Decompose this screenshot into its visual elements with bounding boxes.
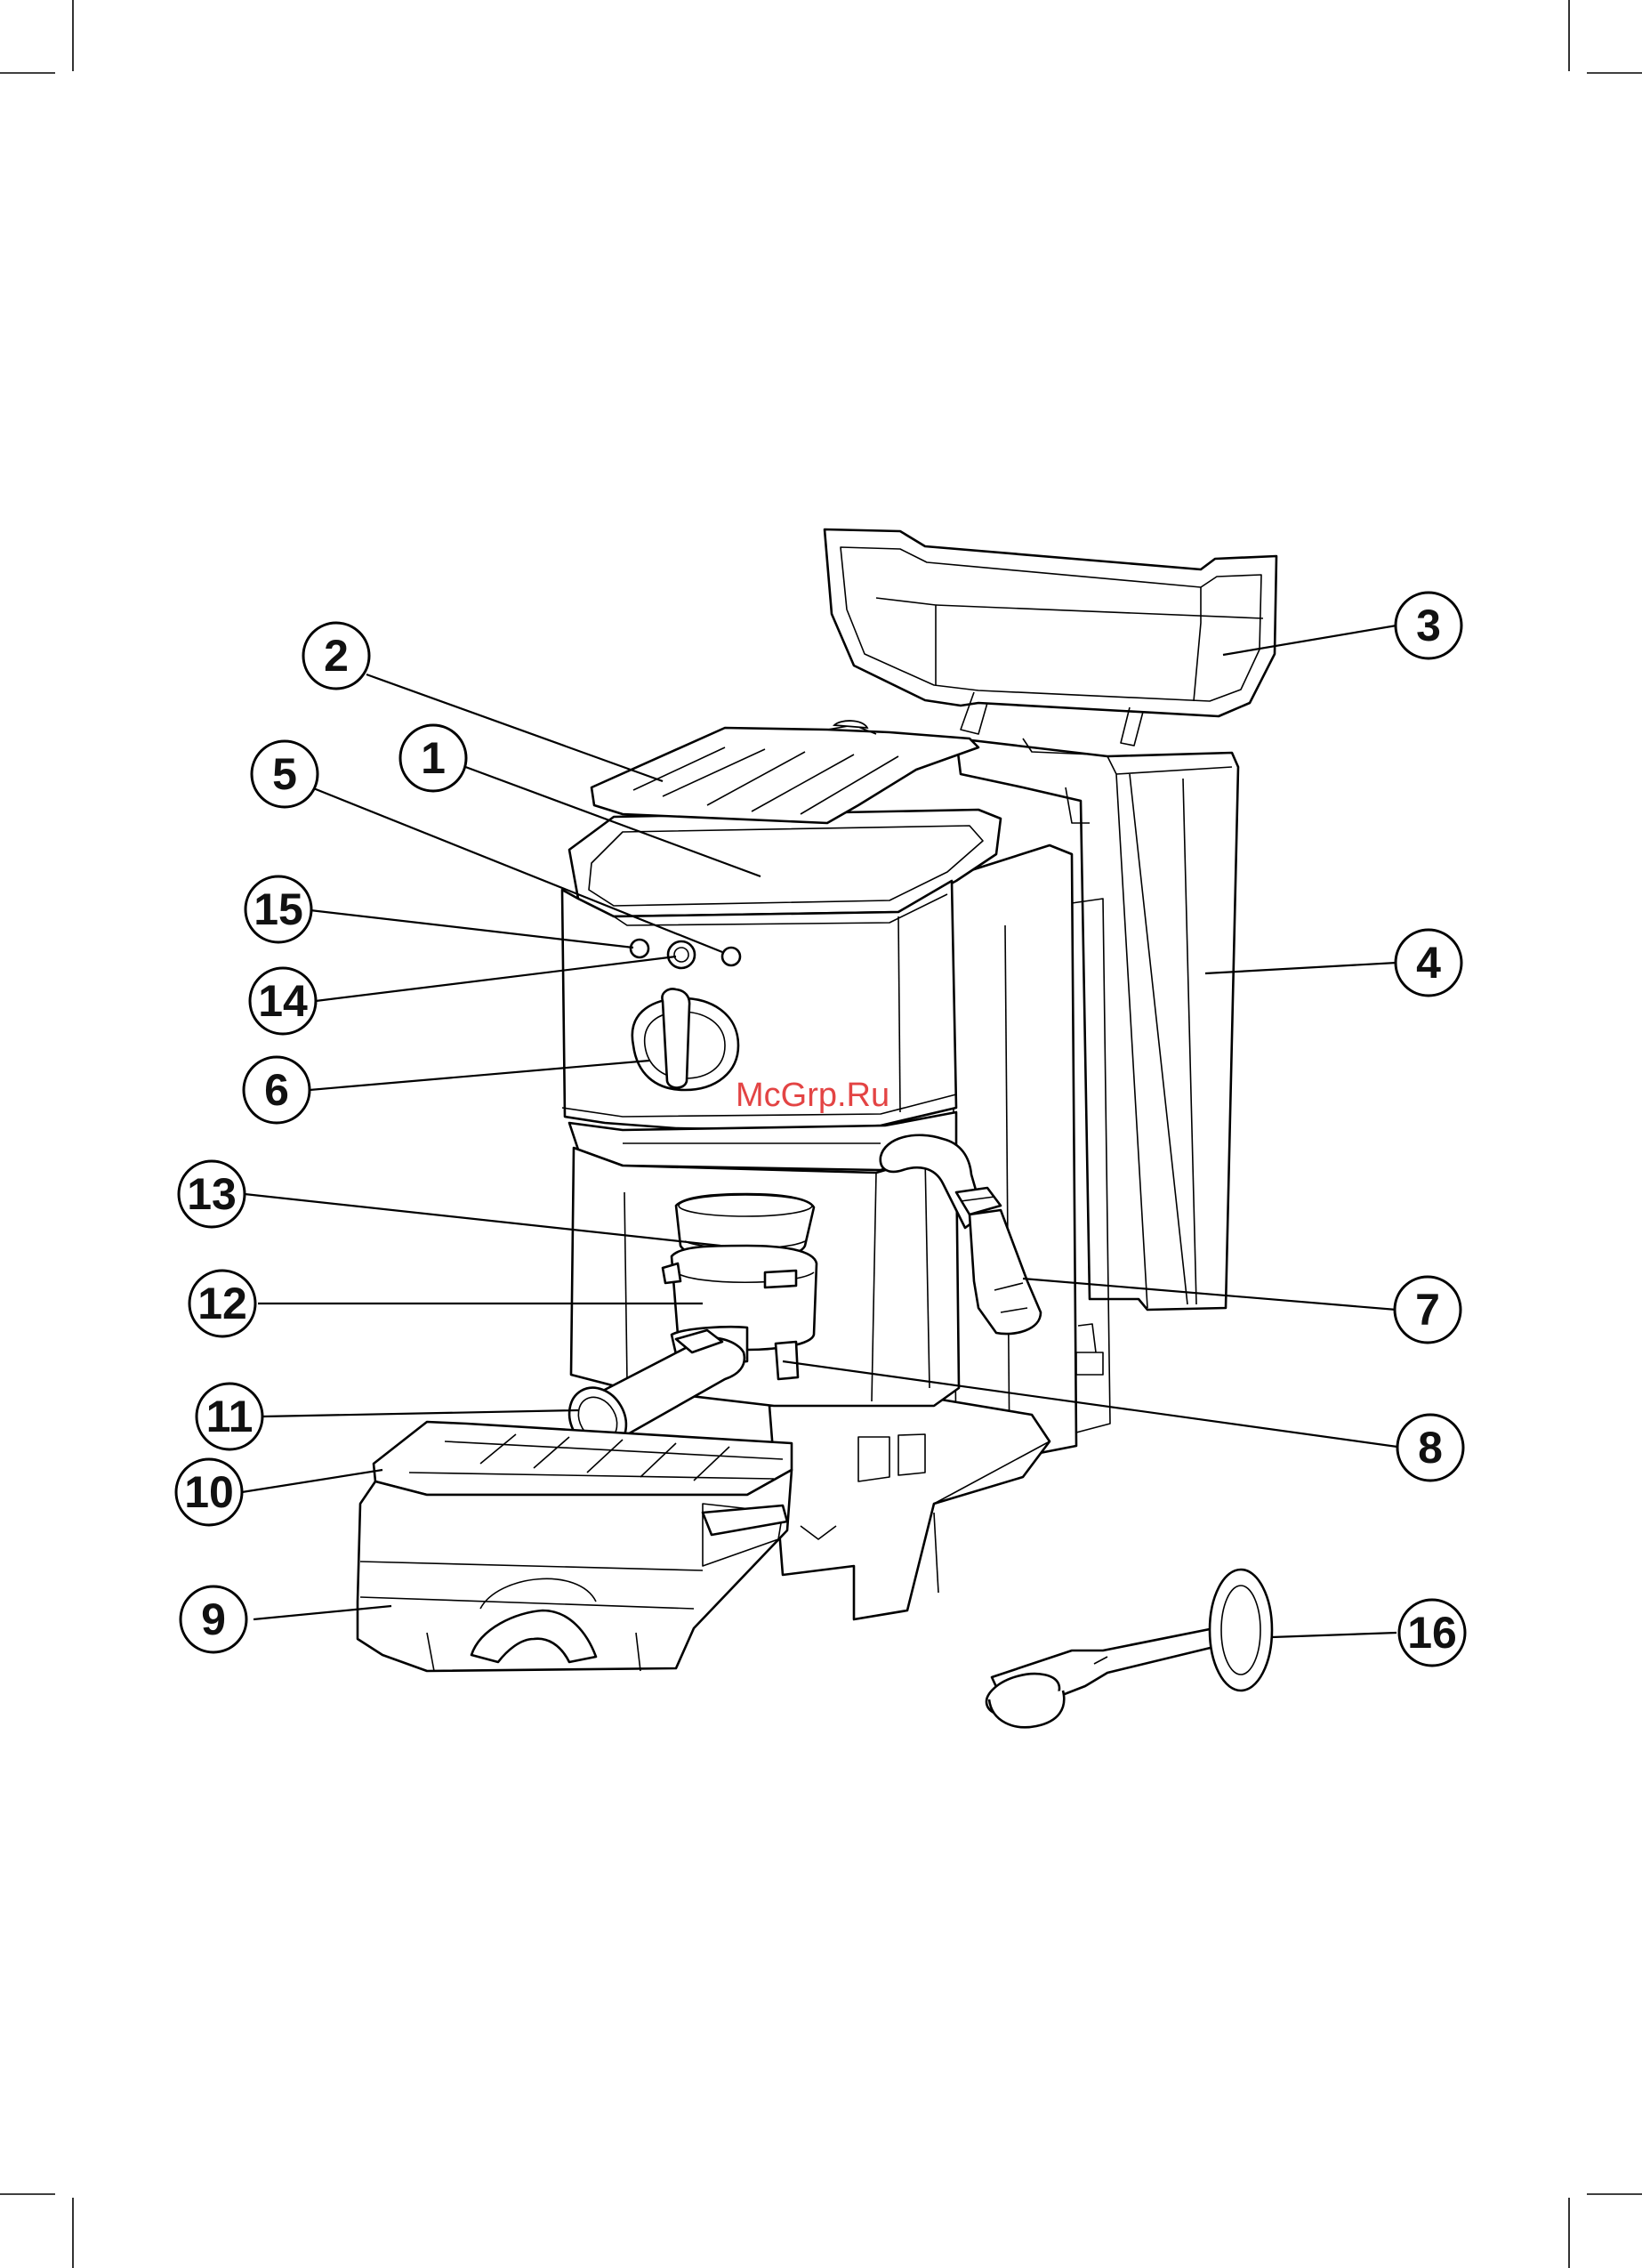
callout-6: 6 <box>244 1057 310 1123</box>
callout-4: 4 <box>1396 930 1461 996</box>
callout-12: 12 <box>189 1271 255 1336</box>
svg-text:11: 11 <box>206 1392 254 1441</box>
callout-2: 2 <box>303 623 369 689</box>
leader-10 <box>242 1470 382 1492</box>
callout-14: 14 <box>250 968 316 1034</box>
callout-7: 7 <box>1395 1277 1461 1343</box>
svg-text:9: 9 <box>201 1594 226 1644</box>
svg-text:13: 13 <box>187 1169 237 1219</box>
drip-tray-drawing <box>358 1422 836 1671</box>
leader-16 <box>1272 1633 1397 1637</box>
callout-16: 16 <box>1399 1600 1465 1666</box>
svg-text:8: 8 <box>1418 1423 1443 1473</box>
callout-10: 10 <box>176 1459 242 1525</box>
callout-11: 11 <box>197 1384 262 1449</box>
callout-8: 8 <box>1397 1415 1463 1481</box>
svg-text:12: 12 <box>197 1279 247 1328</box>
svg-text:5: 5 <box>272 749 297 799</box>
callout-5: 5 <box>252 741 318 807</box>
callout-13: 13 <box>179 1161 245 1227</box>
cup-tray-drawing <box>592 721 978 823</box>
svg-text:6: 6 <box>264 1065 289 1115</box>
measuring-spoon-drawing <box>982 1570 1272 1727</box>
callout-9: 9 <box>181 1586 246 1652</box>
svg-text:14: 14 <box>258 976 308 1026</box>
leader-11 <box>262 1410 578 1416</box>
svg-text:4: 4 <box>1416 938 1441 988</box>
svg-text:3: 3 <box>1416 601 1441 650</box>
svg-text:10: 10 <box>184 1467 234 1517</box>
callout-15: 15 <box>245 876 311 942</box>
svg-text:15: 15 <box>254 884 303 934</box>
callout-1: 1 <box>400 725 466 791</box>
callout-3: 3 <box>1396 593 1461 658</box>
watermark-text: McGrp.Ru <box>736 1077 889 1114</box>
svg-text:2: 2 <box>324 631 349 681</box>
svg-text:16: 16 <box>1407 1608 1457 1658</box>
svg-text:1: 1 <box>421 733 446 783</box>
svg-text:7: 7 <box>1415 1285 1440 1335</box>
water-tank-lid-drawing <box>825 529 1276 746</box>
